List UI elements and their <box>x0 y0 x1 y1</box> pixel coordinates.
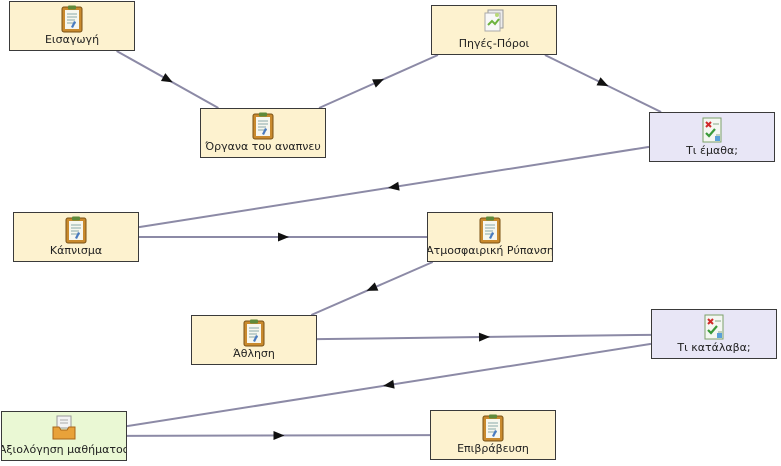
arrowhead-organa-piges <box>372 79 384 88</box>
node-label-eisagogi: Εισαγωγή <box>44 33 100 46</box>
activity-node-epivraveusi[interactable]: Επιβράβευση <box>430 410 556 460</box>
node-label-epivraveusi: Επιβράβευση <box>457 442 529 455</box>
node-label-organa: Όργανα του αναπνευ <box>205 140 321 153</box>
node-label-piges: Πηγές-Πόροι <box>458 37 530 50</box>
quiz-node-ti-ematha[interactable]: Τι έμαθα; <box>649 112 775 162</box>
node-label-ti-ematha: Τι έμαθα; <box>686 144 738 157</box>
arrowhead-athlisi-ti_katalava <box>478 332 490 342</box>
node-label-athlisi: Άθληση <box>233 347 275 360</box>
node-label-kapnisma: Κάπνισμα <box>49 244 103 257</box>
clipboard-icon <box>479 216 501 244</box>
resource-node-piges[interactable]: Πηγές-Πόροι <box>431 5 557 55</box>
activity-node-eisagogi[interactable]: Εισαγωγή <box>9 1 135 51</box>
quiz-node-ti-katalava[interactable]: Τι κατάλαβα; <box>651 309 777 359</box>
clipboard-icon <box>61 5 83 33</box>
node-label-atmosfairiki: Ατμοσφαιρική Ρύπανση <box>427 244 553 257</box>
papers-icon <box>482 9 506 33</box>
activity-node-athlisi[interactable]: Άθληση <box>191 315 317 365</box>
clipboard-icon <box>252 112 274 140</box>
assignment-node-axiologisi[interactable]: Αξιολόγηση μαθήματος <box>1 411 127 461</box>
arrowhead-ti_ematha-kapnisma <box>388 181 400 191</box>
arrowhead-piges-ti_ematha <box>596 77 609 87</box>
quiz-check-icon <box>703 313 725 341</box>
arrowhead-axiologisi-epivraveusi <box>273 431 285 441</box>
inbox-icon <box>51 415 77 441</box>
activity-node-organa[interactable]: Όργανα του αναπνευ <box>200 108 326 158</box>
arrowhead-kapnisma-atmosfairiki <box>278 232 289 242</box>
arrowhead-eisagogi-organa <box>160 73 173 83</box>
clipboard-icon <box>482 414 504 442</box>
quiz-check-icon <box>701 116 723 144</box>
node-label-axiologisi: Αξιολόγηση μαθήματος <box>1 443 127 456</box>
activity-node-atmosfairiki[interactable]: Ατμοσφαιρική Ρύπανση <box>427 212 553 262</box>
clipboard-icon <box>65 216 87 244</box>
clipboard-icon <box>243 319 265 347</box>
arrowhead-ti_katalava-axiologisi <box>383 379 395 389</box>
arrowhead-atmosfairiki-athlisi <box>366 282 379 291</box>
activity-node-kapnisma[interactable]: Κάπνισμα <box>13 212 139 262</box>
node-label-ti-katalava: Τι κατάλαβα; <box>677 341 751 354</box>
